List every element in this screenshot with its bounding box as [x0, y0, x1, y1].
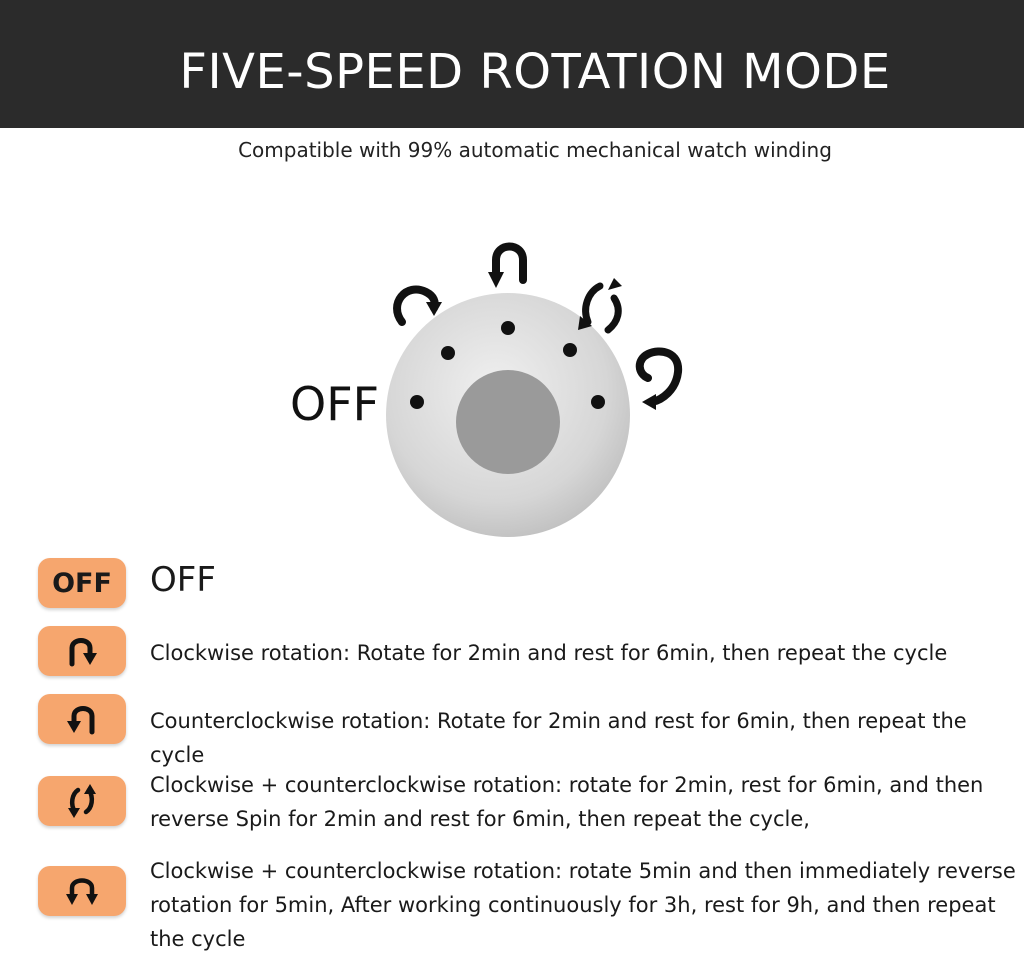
clockwise-icon — [69, 638, 97, 667]
mode-badge-alternating — [38, 776, 126, 826]
dial-dot-continuous — [591, 395, 605, 409]
alternating-rotation-icon — [68, 784, 96, 818]
mode-description: Clockwise + counterclockwise rotation: r… — [150, 773, 984, 831]
header-bar: FIVE-SPEED ROTATION MODE — [0, 0, 1024, 128]
mode-description: Clockwise rotation: Rotate for 2min and … — [150, 641, 948, 665]
dial-off-label: OFF — [290, 377, 379, 431]
dial-dot-alternating — [563, 343, 577, 357]
mode-row-bidirectional: Clockwise + counterclockwise rotation: r… — [0, 854, 1024, 954]
mode-description: Counterclockwise rotation: Rotate for 2m… — [150, 709, 967, 767]
mode-description: OFF — [150, 560, 216, 600]
continuous-reverse-arrow-icon — [635, 347, 683, 410]
clockwise-arrow-icon — [393, 285, 442, 326]
off-badge-label: OFF — [52, 567, 112, 599]
alternating-arrow-icon — [578, 278, 622, 334]
mode-badge-off: OFF — [38, 558, 126, 608]
mode-row-counterclockwise: Counterclockwise rotation: Rotate for 2m… — [0, 694, 1024, 767]
dial-dot-counterclockwise — [501, 321, 515, 335]
mode-row-clockwise: Clockwise rotation: Rotate for 2min and … — [0, 626, 1024, 680]
mode-badge-counterclockwise — [38, 694, 126, 744]
mode-badge-bidirectional — [38, 866, 126, 916]
page-subtitle: Compatible with 99% automatic mechanical… — [238, 138, 832, 162]
mode-description: Clockwise + counterclockwise rotation: r… — [150, 859, 1016, 951]
bidirectional-rotation-icon — [66, 878, 98, 905]
mode-row-off: OFF OFF — [0, 556, 1024, 610]
mode-badge-clockwise — [38, 626, 126, 676]
counterclockwise-arrow-icon — [488, 242, 527, 288]
page-title: FIVE-SPEED ROTATION MODE — [179, 44, 891, 100]
dial-center — [456, 370, 560, 474]
counterclockwise-icon — [67, 706, 95, 735]
rotation-dial: OFF — [290, 242, 683, 537]
dial-dot-off — [410, 395, 424, 409]
dial-dot-clockwise — [441, 346, 455, 360]
mode-row-alternating: Clockwise + counterclockwise rotation: r… — [0, 768, 1024, 840]
